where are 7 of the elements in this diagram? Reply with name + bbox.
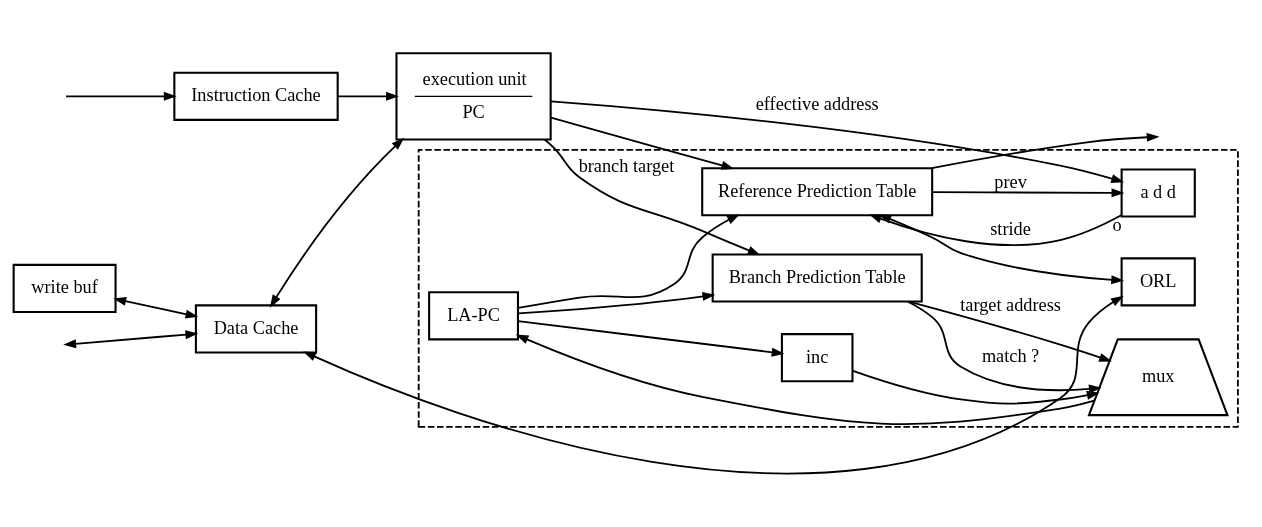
edge-label: stride <box>990 219 1031 240</box>
node-label: o <box>1112 215 1122 236</box>
edge-label: branch target <box>578 156 675 177</box>
edge-label: match ? <box>981 345 1040 366</box>
edge-label: prev <box>994 172 1027 193</box>
edge-label: effective address <box>755 93 879 114</box>
edge-label: target address <box>960 294 1061 315</box>
